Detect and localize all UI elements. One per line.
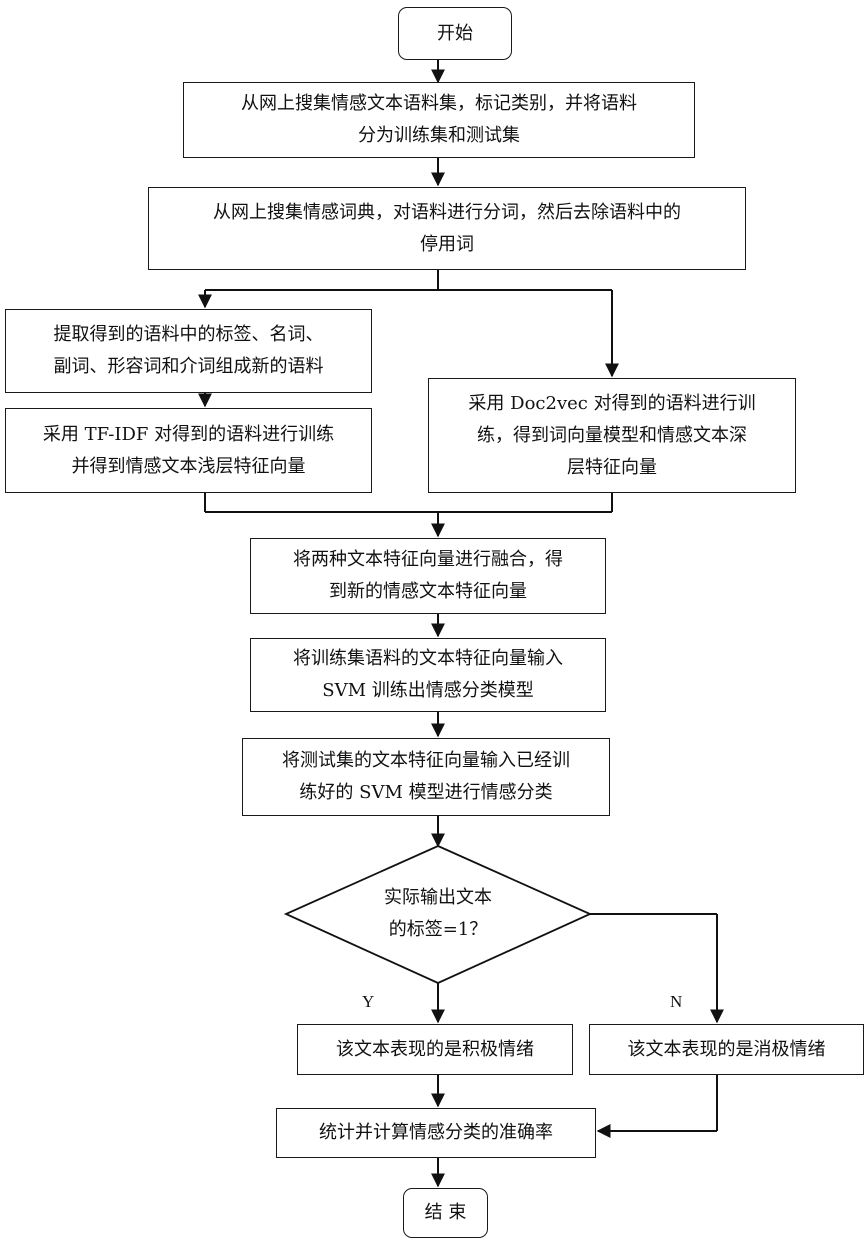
step-accuracy-label: 统计并计算情感分类的准确率 xyxy=(319,1117,553,1149)
yes-label: Y xyxy=(362,992,374,1012)
start-label: 开始 xyxy=(437,18,473,50)
result-negative: 该文本表现的是消极情绪 xyxy=(589,1024,864,1075)
result-negative-label: 该文本表现的是消极情绪 xyxy=(628,1034,826,1066)
result-positive: 该文本表现的是积极情绪 xyxy=(297,1024,573,1075)
decision-label: 实际输出文本 的标签=1？ xyxy=(330,882,546,946)
step-doc2vec: 采用 Doc2vec 对得到的语料进行训 练，得到词向量模型和情感文本深 层特征… xyxy=(428,378,796,493)
step-segment-words: 从网上搜集情感词典，对语料进行分词，然后去除语料中的 停用词 xyxy=(148,187,746,270)
step-train-svm-label: 将训练集语料的文本特征向量输入 SVM 训练出情感分类模型 xyxy=(293,643,563,707)
step-classify-label: 将测试集的文本特征向量输入已经训 练好的 SVM 模型进行情感分类 xyxy=(282,745,570,809)
no-label: N xyxy=(670,992,682,1012)
step-segment-words-label: 从网上搜集情感词典，对语料进行分词，然后去除语料中的 停用词 xyxy=(213,197,681,261)
start-node: 开始 xyxy=(398,7,512,60)
step-collect-corpus: 从网上搜集情感文本语料集，标记类别，并将语料 分为训练集和测试集 xyxy=(183,82,695,158)
step-train-svm: 将训练集语料的文本特征向量输入 SVM 训练出情感分类模型 xyxy=(250,638,606,712)
step-accuracy: 统计并计算情感分类的准确率 xyxy=(276,1108,596,1158)
end-node: 结 束 xyxy=(403,1188,488,1238)
step-classify: 将测试集的文本特征向量输入已经训 练好的 SVM 模型进行情感分类 xyxy=(242,738,610,816)
step-collect-corpus-label: 从网上搜集情感文本语料集，标记类别，并将语料 分为训练集和测试集 xyxy=(241,88,637,152)
step-tfidf-label: 采用 TF-IDF 对得到的语料进行训练 并得到情感文本浅层特征向量 xyxy=(43,419,334,483)
step-tfidf: 采用 TF-IDF 对得到的语料进行训练 并得到情感文本浅层特征向量 xyxy=(5,408,372,493)
step-extract-pos-label: 提取得到的语料中的标签、名词、 副词、形容词和介词组成新的语料 xyxy=(54,319,324,383)
end-label: 结 束 xyxy=(425,1197,467,1229)
step-fuse-features-label: 将两种文本特征向量进行融合，得 到新的情感文本特征向量 xyxy=(293,544,563,608)
step-doc2vec-label: 采用 Doc2vec 对得到的语料进行训 练，得到词向量模型和情感文本深 层特征… xyxy=(468,388,755,484)
step-extract-pos: 提取得到的语料中的标签、名词、 副词、形容词和介词组成新的语料 xyxy=(5,309,372,393)
result-positive-label: 该文本表现的是积极情绪 xyxy=(336,1034,534,1066)
step-fuse-features: 将两种文本特征向量进行融合，得 到新的情感文本特征向量 xyxy=(250,538,606,614)
